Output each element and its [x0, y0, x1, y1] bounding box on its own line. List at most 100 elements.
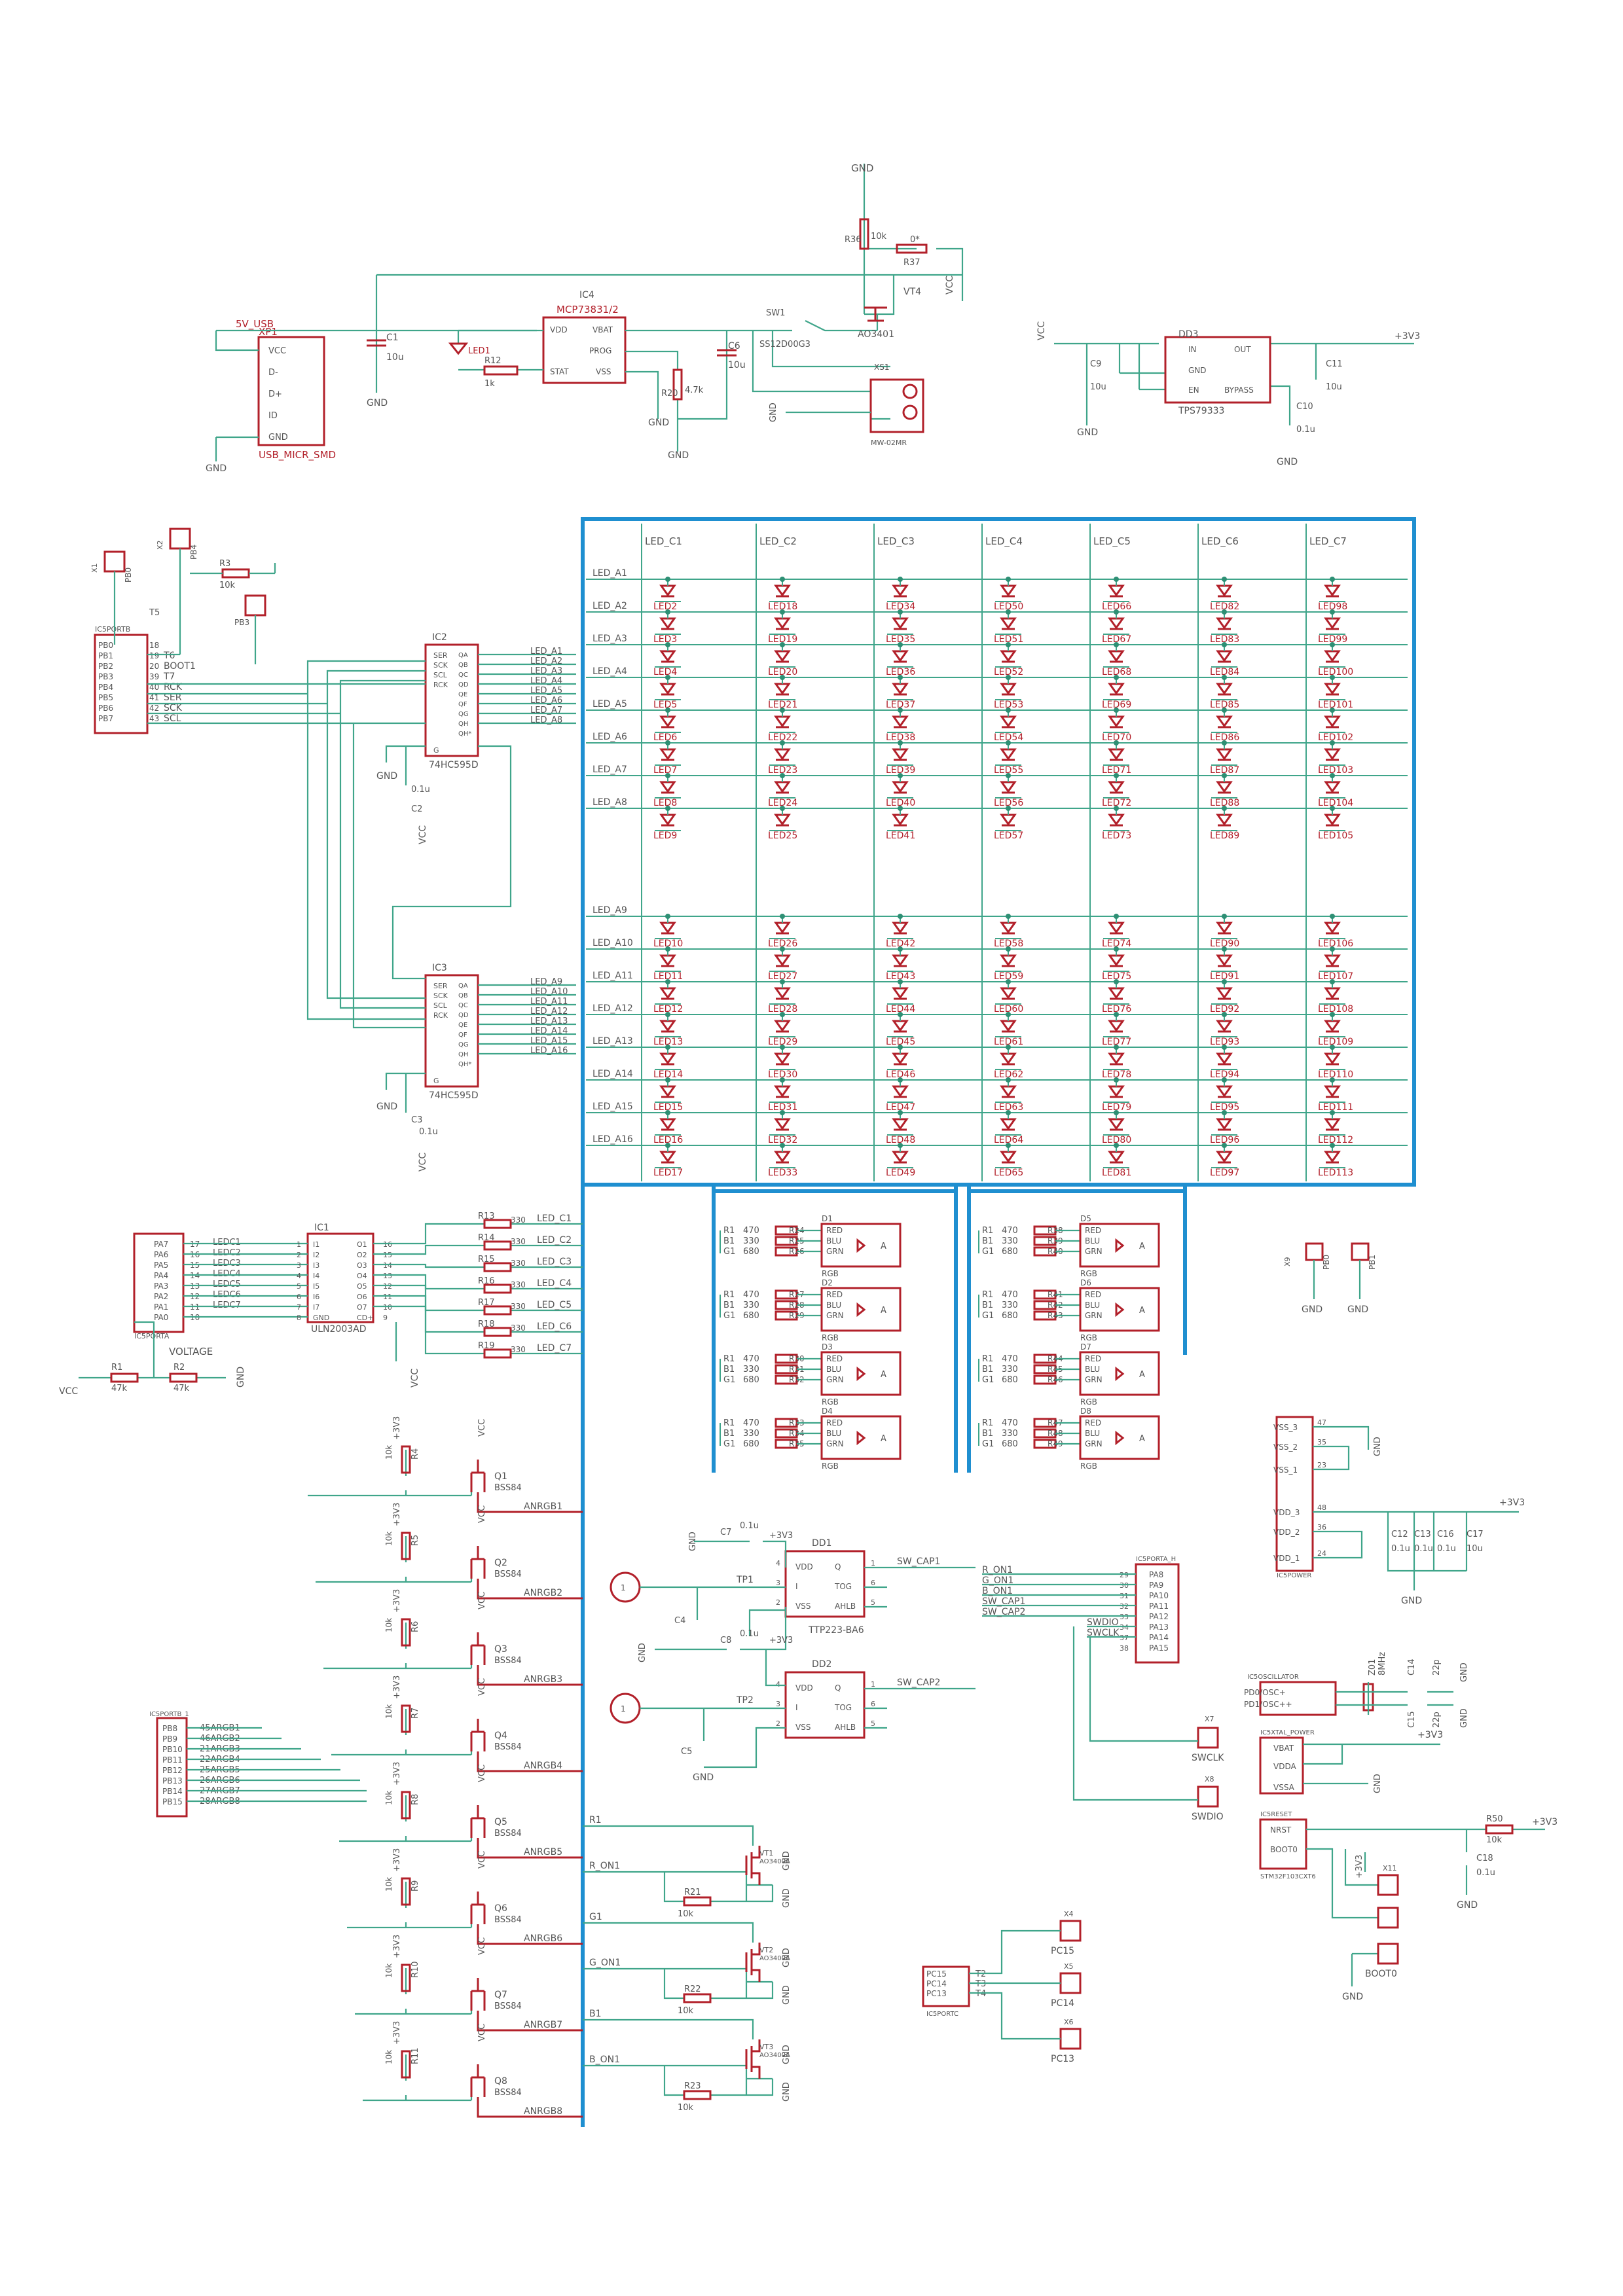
c3-ref: C3 [411, 1115, 422, 1125]
led-lead [1103, 579, 1129, 602]
junction-dot [780, 708, 785, 713]
sr-pin-right: QD [458, 681, 469, 689]
power-num: 36 [1317, 1523, 1326, 1532]
gnd-r36: GND [851, 162, 873, 174]
led-ref: LED45 [886, 1037, 915, 1047]
pmos-v33: +3V3 [392, 1589, 402, 1613]
led-lead [1103, 808, 1129, 831]
led-triangle [1324, 1085, 1341, 1098]
uln-name: ULN2003AD [311, 1324, 367, 1335]
led-triangle [1000, 954, 1017, 967]
junction-dot [1006, 577, 1011, 582]
led-triangle [892, 987, 909, 999]
port-b1-block [156, 1717, 188, 1818]
junction-dot [1330, 577, 1335, 582]
junction-dot [1330, 806, 1335, 811]
dd2-ref: DD2 [812, 1659, 831, 1670]
rgb-net: B1 [723, 1236, 735, 1246]
uln-col-net: LED_C6 [537, 1321, 572, 1332]
led-ref: LED104 [1318, 798, 1353, 808]
led-lead [769, 579, 795, 602]
pmos-ref: Q2 [494, 1558, 507, 1568]
rgb-val: 330 [743, 1429, 759, 1439]
r12-symbol [483, 365, 519, 376]
rgb-anode: A [1139, 1370, 1145, 1380]
led-triangle [1108, 1020, 1125, 1032]
port-c-title: IC5PORTC [926, 2011, 958, 2018]
led-lead [1103, 1014, 1129, 1037]
swdio-pad-label: SWDIO [1192, 1812, 1224, 1822]
junction-dot [898, 675, 903, 680]
uln-col-net: LED_C2 [537, 1235, 572, 1246]
led-ref: LED7 [653, 765, 677, 776]
gnd-c7: GND [688, 1532, 698, 1551]
port-b-num: 40 [149, 683, 159, 692]
uln-in-pin: I5 [313, 1282, 319, 1291]
pmos-vcc: VCC [477, 1851, 487, 1869]
nmos-res-ref: R21 [684, 1888, 701, 1897]
charger-name: MCP73831/2 [556, 304, 619, 315]
led-lead [995, 677, 1021, 700]
rgb-val: 680 [1002, 1247, 1018, 1257]
led-ref: LED63 [994, 1102, 1023, 1113]
matrix-led: LED107 [1318, 946, 1353, 982]
x1-ref: X1 [90, 563, 99, 573]
junction-dot [1114, 708, 1119, 713]
matrix-led: LED97 [1210, 1143, 1239, 1178]
sr-pin-left: RCK [433, 1011, 448, 1020]
junction-dot [1222, 979, 1227, 984]
osc-block [1259, 1681, 1337, 1716]
led-lead [887, 1145, 913, 1168]
rgb-res-ref: R40 [1048, 1247, 1063, 1256]
tp2-label: TP2 [736, 1695, 754, 1706]
junction-dot [1114, 1045, 1119, 1050]
matrix-led: LED37 [886, 675, 915, 710]
led-triangle [1216, 683, 1233, 695]
rgb-chan: GRN [1085, 1439, 1103, 1448]
led-ref: LED108 [1318, 1004, 1353, 1014]
pmos-net: ANRGB2 [524, 1588, 562, 1598]
uln-res-val: 330 [511, 1323, 526, 1333]
rgb-box [1079, 1287, 1160, 1332]
charger-ic [542, 316, 627, 384]
c17-ref: C17 [1467, 1530, 1484, 1539]
pmos-resistor [401, 2050, 411, 2079]
matrix-rows: LED_A1LED_A2LED_A3LED_A4LED_A5LED_A6LED_… [586, 568, 1408, 1146]
junction-dot [665, 675, 670, 680]
led-lead [655, 1080, 681, 1103]
touch-pin-left: VSS [795, 1602, 811, 1611]
rgb-net: R1 [723, 1354, 735, 1364]
matrix-led: LED66 [1102, 577, 1131, 612]
led-lead [995, 776, 1021, 798]
rgb-val: 680 [743, 1439, 759, 1449]
led-lead [995, 612, 1021, 635]
port-b1-title: IC5PORTB_1 [149, 1711, 189, 1718]
nmos-res-ref: R22 [684, 1984, 701, 1994]
junction-dot [1006, 773, 1011, 778]
led-ref: LED46 [886, 1069, 915, 1080]
sr-pin-left: SCL [433, 1001, 448, 1010]
led-ref: LED109 [1318, 1037, 1353, 1047]
led-lead [1319, 645, 1345, 668]
sr-row-net: LED_A14 [530, 1026, 568, 1036]
rgb-ref: D6 [1080, 1278, 1091, 1287]
matrix-led: LED71 [1102, 740, 1131, 776]
usb-ref: XP1 [259, 326, 278, 338]
port-ah-block [1135, 1563, 1180, 1664]
port-b1-pin: PB10 [162, 1745, 183, 1754]
led-triangle [1108, 748, 1125, 761]
nmos-gnd2: GND [782, 2045, 792, 2064]
rgb-ref: D4 [822, 1407, 833, 1416]
dd1-part: TTP223-BA6 [808, 1625, 864, 1636]
matrix-led: LED9 [653, 806, 681, 841]
led-ref: LED56 [994, 798, 1023, 808]
port-a-pin: PA1 [154, 1302, 168, 1312]
led-ref: LED101 [1318, 700, 1353, 710]
rgb-val: 680 [1002, 1311, 1018, 1321]
pmos-res-val: 10k [384, 1964, 393, 1978]
port-c-pin: PC14 [926, 1979, 947, 1988]
led-lead [1319, 677, 1345, 700]
pmos-symbol [470, 1805, 583, 1859]
